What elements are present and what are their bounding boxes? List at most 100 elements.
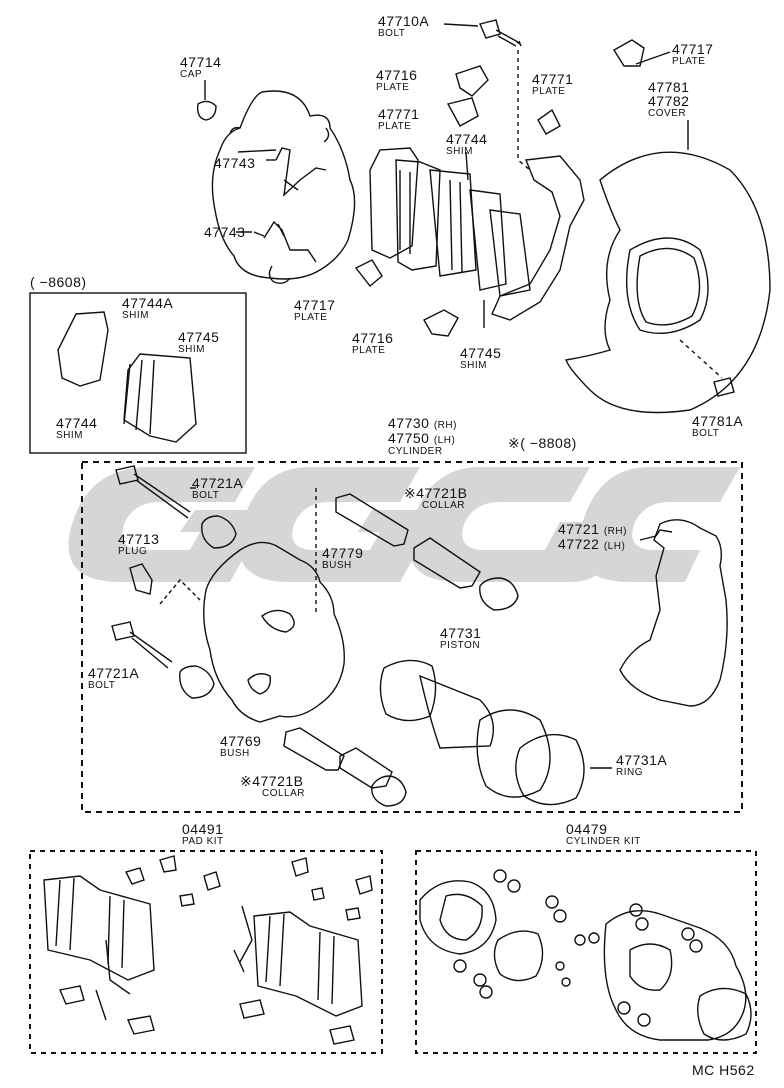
part-number: 47714	[180, 54, 222, 70]
label-47721a-top: 47721A BOLT	[192, 476, 243, 501]
cylkit-small-parts-drawing	[453, 869, 703, 1027]
part-name: COVER	[648, 108, 687, 119]
label-47745-box: 47745 SHIM	[178, 330, 219, 355]
padkit-clips-drawing	[59, 855, 373, 1045]
part-number: 47713	[118, 531, 160, 547]
plug-47713-drawing	[129, 563, 153, 595]
plate-47716-top-drawing	[455, 65, 489, 97]
part-name: CYLINDER	[388, 446, 443, 457]
label-47717-mid: 47717 PLATE	[294, 298, 335, 323]
boot-bot-drawing	[179, 665, 215, 699]
part-number-2: 47750	[388, 430, 430, 446]
cylinder-range-note: ※( −8808)	[508, 435, 577, 451]
part-name: SHIM	[122, 310, 149, 321]
label-04491: 04491 PAD KIT	[182, 822, 224, 847]
part-number: 47769	[220, 733, 262, 749]
part-number: 47781	[648, 79, 690, 95]
part-name: SHIM	[460, 360, 487, 371]
label-47745-mid: 47745 SHIM	[460, 346, 501, 371]
inset-box	[29, 292, 247, 454]
label-47743-b: 47743	[204, 224, 246, 240]
part-name: PLATE	[532, 86, 566, 97]
cap-47714-drawing	[196, 100, 217, 121]
cover-47781-drawing	[565, 151, 771, 414]
boot-top-drawing	[201, 515, 237, 549]
piston-47731-drawing	[379, 659, 437, 722]
part-number: 04479	[566, 821, 608, 837]
part-number: 47730	[388, 415, 430, 431]
inset-shim-47745-drawing	[123, 353, 197, 443]
part-number: 47771	[532, 71, 574, 87]
label-47781a: 47781A BOLT	[692, 414, 743, 439]
part-name: BOLT	[378, 28, 406, 39]
padkit-pads-left-drawing	[43, 875, 155, 981]
part-number: 47731	[440, 625, 482, 641]
footer-code: MC H562	[692, 1062, 755, 1078]
label-47717-top: 47717 PLATE	[672, 42, 713, 67]
label-47713: 47713 PLUG	[118, 532, 159, 557]
part-name: PAD KIT	[182, 836, 224, 847]
collar-47721b-bot-drawing	[339, 747, 393, 789]
part-number: ※47721B	[404, 485, 468, 501]
label-47710a: 47710A BOLT	[378, 14, 429, 39]
cylkit-ring-drawing	[493, 930, 544, 982]
part-number: 47771	[378, 106, 420, 122]
part-number: 47744	[446, 131, 488, 147]
boot-collar-top-drawing	[479, 577, 519, 611]
part-suffix-2: (LH)	[433, 435, 456, 446]
cylkit-boot-drawing	[419, 880, 497, 955]
label-47721b-top: ※47721B COLLAR	[404, 486, 468, 511]
part-name: PLATE	[352, 345, 386, 356]
bush-47779-drawing	[335, 493, 409, 547]
bracket-mid-drawing	[491, 155, 585, 321]
boot-collar-bot-drawing	[371, 775, 407, 807]
label-47714: 47714 CAP	[180, 55, 221, 80]
part-name: PLATE	[294, 312, 328, 323]
part-number: 04491	[182, 821, 224, 837]
part-name: BUSH	[322, 560, 352, 571]
part-name: RING	[616, 767, 643, 778]
label-47731: 47731 PISTON	[440, 626, 481, 651]
part-name: PLATE	[672, 56, 706, 67]
collar-47721b-top-drawing	[413, 537, 481, 589]
part-name: PLATE	[378, 121, 412, 132]
caliper-top-drawing	[211, 90, 356, 285]
bolt-47721a-top-drawing	[115, 465, 191, 519]
plate-47717-top-drawing	[613, 39, 645, 67]
cylkit-seal-drawing	[697, 987, 752, 1041]
label-47744-box: 47744 SHIM	[56, 416, 97, 441]
part-name: BUSH	[220, 748, 250, 759]
cylkit-caliper-drawing	[603, 910, 747, 1041]
label-47716-mid: 47716 PLATE	[352, 331, 393, 356]
label-47769: 47769 BUSH	[220, 734, 261, 759]
part-number: 47731A	[616, 752, 668, 768]
part-number: 47744A	[122, 295, 174, 311]
bolt-47721a-bot-drawing	[111, 621, 173, 669]
part-name: SHIM	[56, 430, 83, 441]
part-number: 47744	[56, 415, 98, 431]
inset-range-note: ( −8608)	[30, 274, 87, 290]
part-name: BOLT	[692, 428, 720, 439]
part-suffix-2: (LH)	[603, 541, 626, 552]
bush-47769-drawing	[283, 727, 345, 771]
part-number: 47710A	[378, 13, 430, 29]
label-47744a: 47744A SHIM	[122, 296, 173, 321]
part-number-2: 47722	[558, 536, 600, 552]
label-47730: 47730 (RH) 47750 (LH) CYLINDER	[388, 416, 457, 457]
plate-47716-mid-drawing	[423, 309, 459, 337]
part-number: ※47721B	[240, 773, 304, 789]
part-name: PLATE	[376, 82, 410, 93]
part-name: COLLAR	[262, 788, 306, 799]
plate-47771-right-drawing	[537, 108, 561, 135]
part-number: 47745	[178, 329, 220, 345]
label-47721b-bot: ※47721B COLLAR	[240, 774, 305, 799]
part-number: 47716	[376, 67, 418, 83]
part-number: 47721A	[192, 475, 244, 491]
label-47781: 47781 47782 COVER	[648, 80, 689, 119]
label-47771-mid: 47771 PLATE	[378, 107, 419, 132]
plate-47771-mid-drawing	[446, 97, 479, 127]
part-number: 47779	[322, 545, 364, 561]
part-name: PLUG	[118, 546, 148, 557]
